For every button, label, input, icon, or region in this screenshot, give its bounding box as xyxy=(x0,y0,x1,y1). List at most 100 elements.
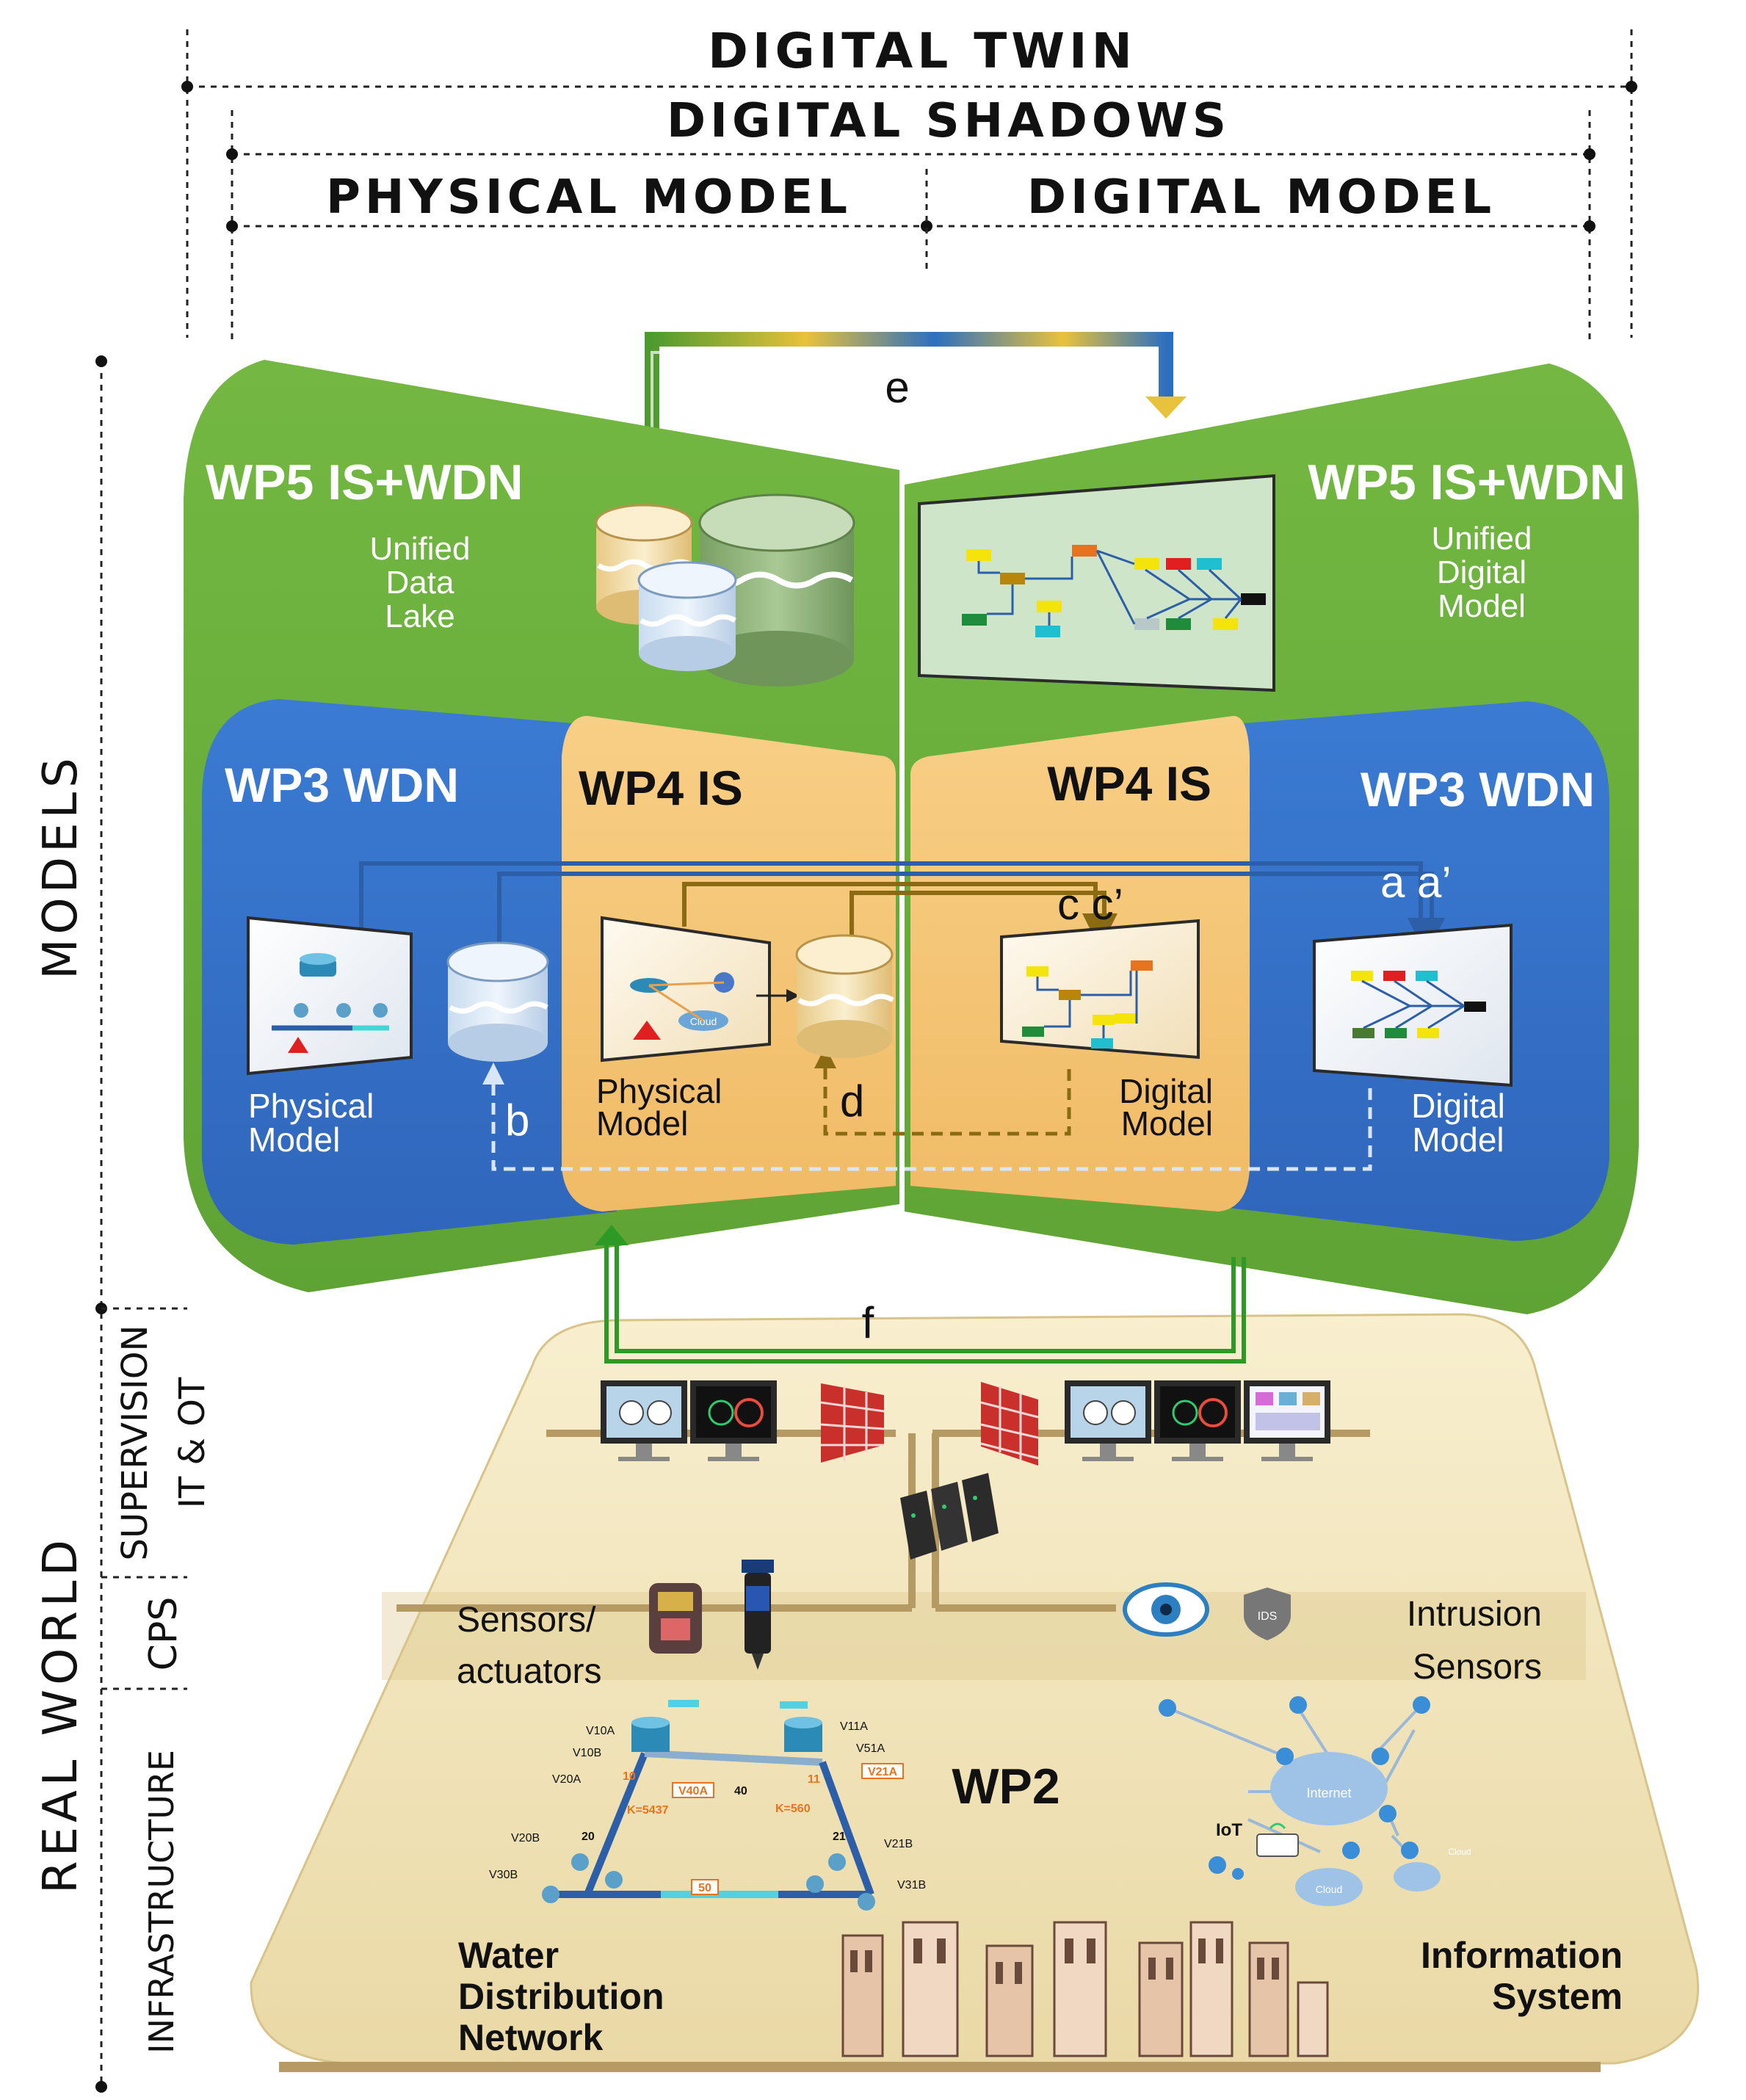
wp5-right-sub3: Model xyxy=(1438,588,1526,624)
wp3-data-cylinder xyxy=(446,941,549,1062)
pipe-v40a: V40A xyxy=(678,1785,708,1797)
it-ot-label: IT & OT xyxy=(172,1377,213,1508)
wp4-left-model-2: Model xyxy=(596,1104,688,1143)
wp4-left-cloud: Cloud xyxy=(690,1015,717,1027)
digital-twin-title: DIGITAL TWIN xyxy=(708,23,1137,79)
internet-label: Internet xyxy=(1306,1786,1351,1800)
wp2-label: WP2 xyxy=(952,1759,1059,1814)
wp3-right-title: WP3 WDN xyxy=(1361,762,1595,817)
flow-label-a: a a’ xyxy=(1380,858,1452,907)
models-label: MODELS xyxy=(34,753,88,980)
wp5-left-title: WP5 IS+WDN xyxy=(206,455,524,510)
sensors-label-2: actuators xyxy=(457,1652,601,1691)
cloud-b-label: Cloud xyxy=(1448,1847,1471,1857)
monitor-right-3 xyxy=(1244,1380,1330,1461)
node-v21b: V21B xyxy=(884,1838,913,1850)
flow-f: f xyxy=(595,1225,1246,1364)
side-labels: MODELS REAL WORLD SUPERVISION IT & OT CP… xyxy=(34,355,213,2093)
header: DIGITAL TWIN DIGITAL SHADOWS PHYSICAL MO… xyxy=(181,23,1637,345)
pipe-k2: K=560 xyxy=(775,1803,811,1815)
wdn-label-3: Network xyxy=(458,2017,603,2058)
node-v51a: V51A xyxy=(856,1742,885,1755)
digital-shadows-title: DIGITAL SHADOWS xyxy=(667,94,1231,148)
ids-label: IDS xyxy=(1258,1610,1278,1623)
wdn-label-2: Distribution xyxy=(458,1976,664,2017)
digital-model-title: DIGITAL MODEL xyxy=(1027,170,1496,225)
pipe-10: 10 xyxy=(623,1770,636,1783)
pipe-50: 50 xyxy=(698,1882,711,1894)
city-buildings xyxy=(841,1921,1329,2057)
wp5-left-sub3: Lake xyxy=(385,598,454,634)
servers-icon xyxy=(900,1473,999,1560)
monitor-left-1 xyxy=(601,1380,687,1461)
wp3-physical-model-screen: Physical Model xyxy=(247,916,413,1159)
node-v11a: V11A xyxy=(840,1720,868,1733)
intrusion-label-1: Intrusion xyxy=(1407,1595,1542,1634)
flow-e: e xyxy=(645,332,1187,433)
flow-b: b xyxy=(482,1062,1372,1171)
node-v10b: V10B xyxy=(573,1747,601,1759)
information-system-network: Internet Cloud Cloud IoT xyxy=(1159,1696,1471,1906)
wp4-digital-model-screen: Digital Model xyxy=(1000,919,1213,1143)
real-world-label: REAL WORLD xyxy=(34,1535,88,1894)
monitor-right-1 xyxy=(1065,1380,1151,1461)
flow-label-b: b xyxy=(505,1096,529,1145)
wp3-left-title: WP3 WDN xyxy=(225,758,459,812)
intrusion-label-2: Sensors xyxy=(1413,1648,1542,1687)
wp3-right-model-1: Digital xyxy=(1411,1087,1505,1125)
physical-model-title: PHYSICAL MODEL xyxy=(326,170,852,225)
flow-a: a a’ xyxy=(359,858,1452,955)
pipe-21: 21 xyxy=(833,1831,846,1843)
wp4-left-model-1: Physical xyxy=(596,1072,722,1110)
flow-label-e: e xyxy=(885,363,909,412)
monitor-left-2 xyxy=(690,1380,777,1461)
data-lake-icon xyxy=(595,493,855,687)
pipe-20: 20 xyxy=(582,1831,595,1843)
ids-shield-icon: IDS xyxy=(1244,1587,1291,1640)
wp4-left-title: WP4 IS xyxy=(579,761,743,815)
pipe-v21a: V21A xyxy=(868,1766,897,1778)
wdn-label-1: Water xyxy=(458,1935,559,1976)
node-v30b: V30B xyxy=(489,1869,518,1881)
monitor-right-2 xyxy=(1154,1380,1241,1461)
flow-c: c c’ xyxy=(682,880,1123,949)
wp3-left-model-1: Physical xyxy=(248,1087,374,1125)
wp5-right-title: WP5 IS+WDN xyxy=(1308,455,1626,510)
is-label-2: System xyxy=(1492,1976,1623,2017)
wp5-right-sub1: Unified xyxy=(1432,521,1532,557)
sensors-label-1: Sensors/ xyxy=(457,1601,596,1640)
cps-label: CPS xyxy=(142,1597,186,1671)
wp3-digital-model-screen: Digital Model xyxy=(1313,923,1513,1159)
wp4-right-model-2: Model xyxy=(1121,1104,1213,1143)
node-v31b: V31B xyxy=(897,1879,926,1891)
ground-line xyxy=(279,2062,1601,2072)
cloud-a-label: Cloud xyxy=(1316,1883,1343,1895)
node-v20a: V20A xyxy=(552,1773,581,1786)
flow-label-f: f xyxy=(862,1298,874,1347)
wp4-right-title: WP4 IS xyxy=(1047,756,1211,811)
wp5-left-sub1: Unified xyxy=(370,531,471,567)
eye-sensor-icon xyxy=(1123,1582,1209,1637)
unified-digital-model-screen xyxy=(918,474,1275,692)
water-network-diagram: V10A V10B V20A V20B V30B V11A V51A V21B … xyxy=(489,1700,926,1911)
is-label-1: Information xyxy=(1421,1935,1623,1976)
supervision-label: SUPERVISION xyxy=(115,1325,156,1561)
pipe-k1: K=5437 xyxy=(627,1804,669,1817)
wp3-left-model-2: Model xyxy=(248,1120,340,1159)
wp5-left-sub2: Data xyxy=(386,565,454,601)
firewall-left-icon xyxy=(820,1383,885,1463)
pipe-40: 40 xyxy=(734,1785,747,1797)
flow-label-d: d xyxy=(840,1076,864,1126)
wp4-right-model-1: Digital xyxy=(1119,1072,1213,1110)
firewall-right-icon xyxy=(980,1382,1039,1466)
sensor-device-icon xyxy=(649,1583,702,1654)
wp4-physical-model-screen: Cloud Physical Model xyxy=(596,916,800,1143)
node-v20b: V20B xyxy=(511,1832,540,1844)
iot-label: IoT xyxy=(1216,1820,1242,1840)
wp5-right-sub2: Digital xyxy=(1437,554,1526,590)
flow-d: d xyxy=(814,1046,1071,1136)
infrastructure-label: INFRASTRUCTURE xyxy=(142,1750,181,2054)
actuator-device-icon xyxy=(742,1560,774,1670)
flow-label-c: c c’ xyxy=(1057,880,1123,929)
